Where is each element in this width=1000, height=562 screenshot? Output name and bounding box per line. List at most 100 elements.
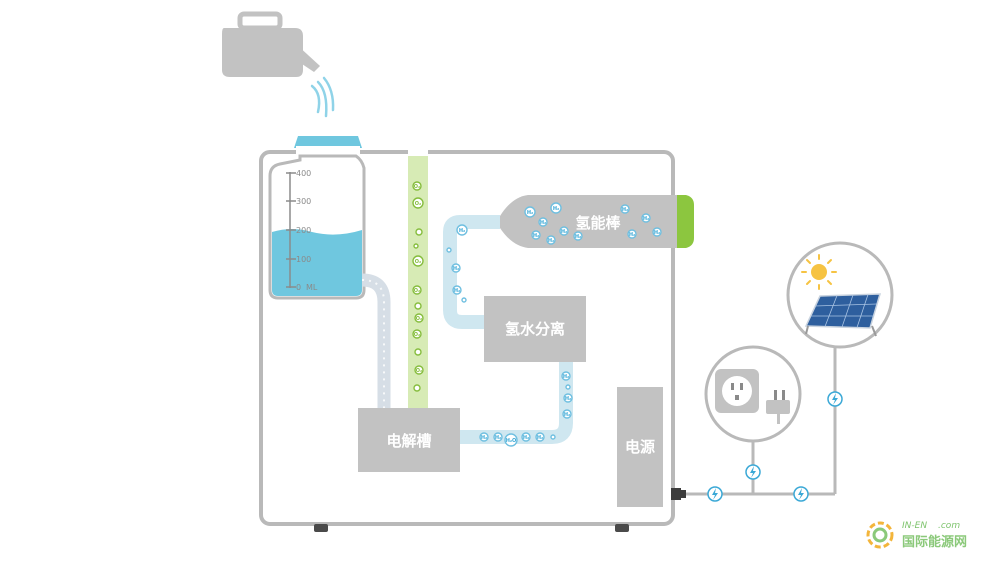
hydrogen-bubble: H₂ — [641, 213, 651, 223]
solar-panel-icon — [804, 293, 882, 337]
hydrogen-bubble: H₂ — [563, 393, 573, 403]
power-supply-label: 电源 — [625, 438, 655, 456]
hydrogen-bubble: H₂ — [524, 206, 536, 218]
small-bubble — [461, 297, 467, 303]
hydrogen-bubble: H₂ — [627, 229, 637, 239]
small-bubble — [415, 228, 423, 236]
hydrogen-bubble: H₂ — [546, 235, 556, 245]
svg-text:H₂: H₂ — [454, 288, 460, 294]
hydrogen-bubble: H₂ — [538, 217, 548, 227]
svg-text:H₂: H₂ — [533, 233, 539, 239]
hydrogen-bubble: H₂ — [451, 263, 461, 273]
watermark-domain: IN-EN — [902, 521, 927, 531]
oxygen-bubble: O₂ — [412, 181, 422, 191]
svg-text:H₂: H₂ — [643, 216, 649, 222]
svg-text:O₂: O₂ — [415, 201, 421, 207]
oxygen-bubble: O₂ — [414, 313, 424, 323]
small-bubble — [414, 302, 422, 310]
svg-text:H₂: H₂ — [553, 206, 559, 212]
sun-icon — [801, 254, 837, 290]
hydrogen-bubble: H₂O — [504, 433, 518, 447]
svg-text:H₂: H₂ — [481, 435, 487, 441]
oxygen-bubble: O₂ — [412, 255, 424, 267]
svg-text:H₂: H₂ — [565, 396, 571, 402]
svg-text:H₂O: H₂O — [506, 438, 517, 444]
oxygen-vent-tube — [408, 152, 428, 410]
svg-text:H₂: H₂ — [527, 210, 533, 216]
svg-text:H₂: H₂ — [622, 207, 628, 213]
svg-text:H₂: H₂ — [548, 238, 554, 244]
oxygen-bubble: O₂ — [412, 197, 424, 209]
hydrogen-bubble: H₂ — [652, 227, 662, 237]
svg-text:O₂: O₂ — [416, 316, 422, 322]
svg-text:H₂: H₂ — [540, 220, 546, 226]
hydrogen-bubble: H₂ — [452, 285, 462, 295]
lightning-icon — [707, 486, 723, 502]
svg-text:H₂: H₂ — [575, 234, 581, 240]
hydrogen-bubble: H₂ — [573, 231, 583, 241]
device-foot-left — [314, 524, 328, 532]
svg-text:O₂: O₂ — [415, 259, 421, 265]
hydrogen-bubble: H₂ — [559, 226, 569, 236]
scale-unit: ML — [306, 283, 318, 292]
hydrogen-pipe-to-rod — [443, 215, 500, 329]
hydrogen-bubble: H₂ — [456, 224, 468, 236]
small-bubble — [414, 348, 422, 356]
svg-text:O₂: O₂ — [414, 332, 420, 338]
electrolyzer: 电解槽 — [358, 408, 460, 472]
small-bubble — [446, 247, 452, 253]
scale-tick-400: 400 — [296, 169, 311, 178]
lightning-icon — [827, 391, 843, 407]
power-supply: 电源 — [617, 387, 686, 507]
small-bubble — [413, 243, 419, 249]
watering-can-icon — [222, 11, 335, 118]
solar-power-bubble — [786, 241, 894, 349]
hydrogen-bubble: H₂ — [620, 204, 630, 214]
svg-text:H₂: H₂ — [459, 228, 465, 234]
hydrogen-bubbles: H₂ H₂ H₂ H₂ H₂ H₂ H₂ H₂ H₂ H₂ H₂ H₂ H₂ H₂ H₂ H₂ H₂ H₂ H₂ H₂… — [446, 202, 662, 447]
svg-text:H₂: H₂ — [495, 435, 501, 441]
watermark-suffix: .com — [938, 521, 960, 531]
small-bubble — [550, 434, 556, 440]
lightning-icon — [793, 486, 809, 502]
wall-socket-icon — [715, 369, 759, 413]
hydrogen-bubble: H₂ — [562, 409, 572, 419]
svg-text:O₂: O₂ — [414, 288, 420, 294]
hydrogen-rod-cap — [677, 195, 694, 248]
svg-text:H₂: H₂ — [564, 412, 570, 418]
scale-tick-200: 200 — [296, 226, 311, 235]
scale-tick-zero: 0 — [296, 283, 301, 292]
scale-tick-100: 100 — [296, 255, 311, 264]
electrolyzer-label: 电解槽 — [386, 432, 431, 450]
small-bubble — [413, 384, 421, 392]
water-tank: 400 300 200 100 0 ML — [268, 136, 366, 300]
hydrogen-bubble: H₂ — [479, 432, 489, 442]
hydrogen-bubble: H₂ — [535, 432, 545, 442]
device-foot-right — [615, 524, 629, 532]
lightning-icon — [745, 464, 761, 480]
svg-text:H₂: H₂ — [523, 435, 529, 441]
watermark: IN-EN .com 国际能源网 — [866, 521, 967, 550]
svg-text:H₂: H₂ — [629, 232, 635, 238]
hydrogen-rod: 氢能棒 — [500, 195, 694, 248]
svg-text:O₂: O₂ — [414, 184, 420, 190]
watermark-name: 国际能源网 — [902, 534, 967, 550]
oxygen-bubble: O₂ — [412, 329, 422, 339]
watermark-logo — [866, 521, 894, 549]
separator-label: 氢水分离 — [505, 320, 565, 338]
svg-text:H₂: H₂ — [654, 230, 660, 236]
oxygen-bubble: O₂ — [412, 285, 422, 295]
small-bubble — [565, 384, 571, 390]
hydrogen-water-separator: 氢水分离 — [484, 296, 586, 362]
hydrogen-bubble: H₂ — [531, 230, 541, 240]
oxygen-bubble: O₂ — [414, 365, 424, 375]
plug-icon — [766, 390, 790, 424]
hydrogen-bubble: H₂ — [561, 371, 571, 381]
oxygen-bubbles: O₂ O₂ O₂ O₂ O₂ O₂ O₂ — [412, 181, 424, 392]
hydrogen-bubble: H₂ — [550, 202, 562, 214]
hydrogen-rod-label: 氢能棒 — [575, 214, 621, 232]
svg-text:H₂: H₂ — [561, 229, 567, 235]
hydrogen-bubble: H₂ — [521, 432, 531, 442]
scale-tick-300: 300 — [296, 197, 311, 206]
